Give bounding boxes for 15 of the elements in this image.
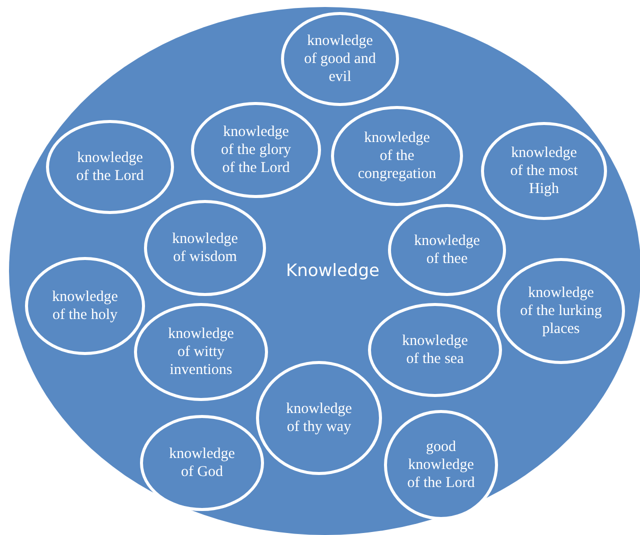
topic-label: knowledge of thy way [285, 400, 353, 436]
topic-label: knowledge of the lurking places [520, 284, 602, 338]
topic-label: knowledge of thee [413, 232, 481, 268]
topic-label: knowledge of wisdom [171, 230, 239, 266]
topic-label: knowledge of God [168, 445, 236, 481]
topic-label: knowledge of the glory of the Lord [220, 123, 292, 177]
topic-label: knowledge of witty inventions [167, 325, 235, 379]
topic-label: knowledge of the holy [51, 288, 119, 324]
main-label: Knowledge [286, 261, 380, 281]
topic-label: knowledge of good and evil [303, 32, 377, 86]
topic-label: knowledge of the congregation [356, 129, 438, 183]
topic-label: good knowledge of the Lord [406, 438, 476, 492]
topic-label: knowledge of the Lord [75, 149, 145, 185]
topic-label: knowledge of the sea [401, 332, 469, 368]
topic-label: knowledge of the most High [509, 144, 579, 198]
